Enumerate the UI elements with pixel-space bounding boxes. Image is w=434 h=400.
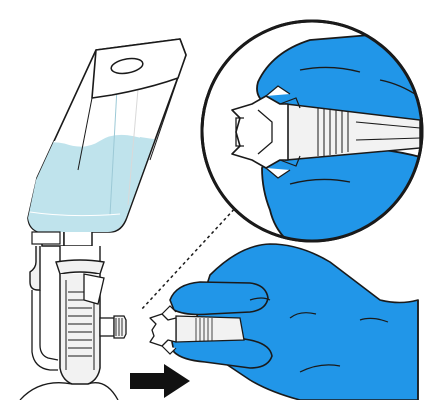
- connector-icon: [99, 315, 127, 339]
- direction-arrow-icon: [130, 364, 190, 398]
- spike-cap-icon: [149, 305, 245, 355]
- zoom-callout-icon: [200, 19, 424, 243]
- iv-bag-icon: [27, 38, 187, 247]
- spike-port-icon: [19, 246, 119, 400]
